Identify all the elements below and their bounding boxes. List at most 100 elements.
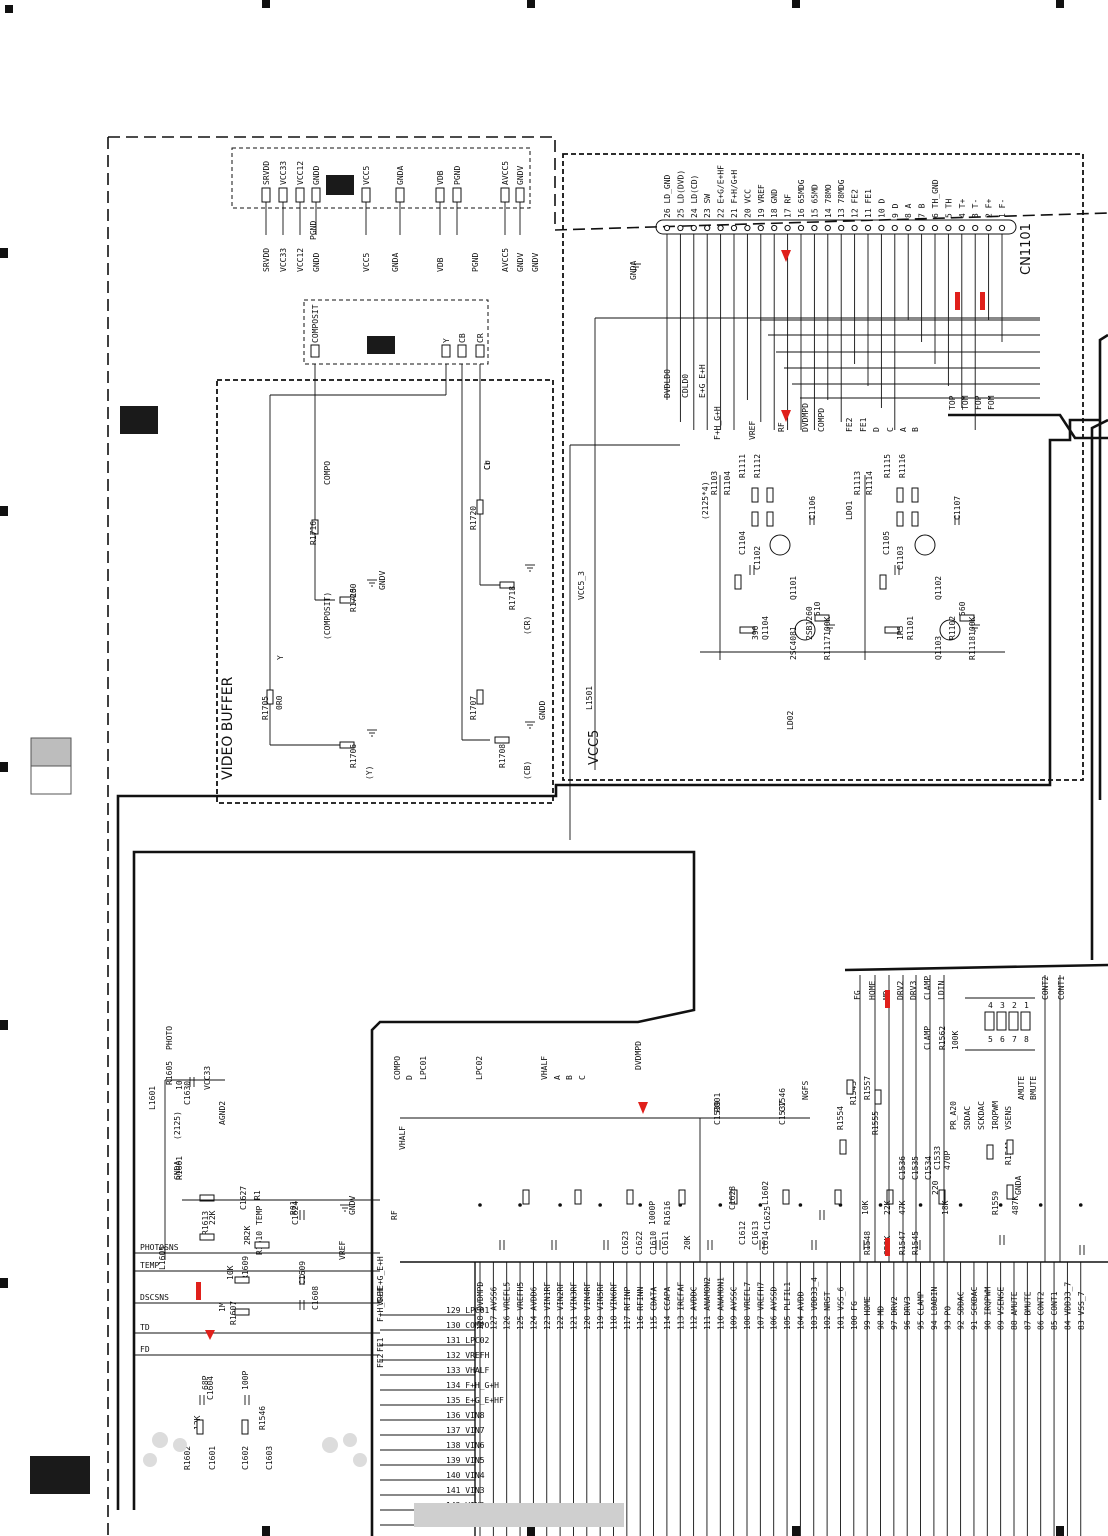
left-net-3: TEMP: [140, 1261, 159, 1270]
comp-val-35: C1604: [206, 1376, 215, 1400]
ic-left-pin-2: 131 LPC02: [446, 1336, 490, 1345]
rb-array-pin-top-3: 1: [1024, 1001, 1029, 1010]
comp-val-64: 487K: [1011, 1196, 1020, 1215]
pickup-label-8: FE2: [845, 417, 854, 432]
comp-val-53: C1539: [713, 1101, 722, 1125]
ic-dot-0: [478, 1203, 482, 1207]
rb-net-14: VSENS: [1004, 1106, 1013, 1130]
bus-net-14: RF: [390, 1210, 399, 1220]
bus-net-8: C: [578, 1075, 587, 1080]
ld-label-23: 1R5: [896, 625, 905, 640]
ld-label-1: 2SC4081: [789, 626, 798, 660]
rb-net-1: HOME: [868, 981, 877, 1000]
top-pin-vdb: [435, 187, 445, 203]
comp-val-66: GNDV: [348, 1196, 357, 1215]
rb-array-pin-bot-1: 6: [1000, 1035, 1005, 1044]
cn1101-pin-7: 7 B: [918, 203, 927, 218]
vb-label-18: 0R0: [275, 695, 284, 710]
aux-net-4: L1601: [148, 1086, 157, 1110]
comp-val-22: R1616: [663, 1201, 672, 1225]
outer-dashed-frame: [107, 136, 1108, 1536]
cn1101-pin-6: 6 TH_GND: [931, 179, 940, 218]
comp-val-14: R01: [289, 1200, 298, 1215]
pickup-label-1: CDLD0: [681, 374, 690, 398]
video-buffer-title: VIDEO BUFFER: [220, 676, 236, 780]
comp-val-55: C1537: [778, 1101, 787, 1125]
pickup-box: CN1101 L1501 VCC5 VCC5_3: [562, 153, 1084, 781]
ic-pin-33: 95 CLAMP: [917, 1291, 926, 1330]
comp-val-37: 100P: [241, 1371, 250, 1390]
ic-pin-43: 85 CONT1: [1050, 1291, 1059, 1330]
comp-val-27: C1625: [763, 1206, 772, 1230]
ic-pin-44: 84 VDD33_7: [1063, 1282, 1072, 1330]
comp-val-54: R001: [713, 1093, 722, 1112]
cn1101-pin-16: 16 65MDG: [797, 179, 806, 218]
res-a-l: [896, 487, 904, 503]
ic-res-5: [626, 1189, 634, 1205]
ic-left-pin-12: 141 VIN3: [446, 1486, 485, 1495]
pickup-label-2: E+G_E+H: [698, 364, 707, 398]
ic-left-pin-8: 137 VIN7: [446, 1426, 485, 1435]
ic-pin-35: 93 PO: [943, 1306, 952, 1330]
top-pin-label-srvdd: SRVDD: [262, 161, 271, 185]
cn1101-pin-13: 13 78MDG: [837, 179, 846, 218]
pickup-label-0: DVDLD0: [663, 369, 672, 398]
comp-val-28: C1628: [728, 1186, 737, 1210]
comp-val-43: R1554: [836, 1106, 845, 1130]
pickup-label-11: C: [886, 427, 895, 432]
pickup-label-10: D: [872, 427, 881, 432]
res-b-l: [911, 487, 919, 503]
ic-pin-0: 128 DVDMPD: [476, 1282, 485, 1330]
ic-pin-40: 88 AMUTE: [1010, 1291, 1019, 1330]
aux-net-2: AGND2: [218, 1101, 227, 1125]
ld-label-2: Q1102: [934, 576, 943, 600]
bus-net-16: VREF: [338, 1241, 347, 1260]
comp-val-56: C1546: [778, 1088, 787, 1112]
ic-pin-31: 97 DRV2: [890, 1296, 899, 1330]
aux-net-5: L1605: [158, 1246, 167, 1270]
registration-marks: [0, 0, 1064, 1536]
rb-net-11: SDDAC: [963, 1106, 972, 1130]
aux-net-0: PHOTO: [165, 1026, 174, 1050]
cn1101-pin-dot-22: [717, 224, 724, 232]
comp-val-5: R1609: [241, 1256, 250, 1280]
left-net-0: FD: [140, 1345, 150, 1354]
rb-array-pin-bot-2: 7: [1012, 1035, 1017, 1044]
ic-pin-27: 101 VSS_6: [836, 1286, 845, 1330]
rb-array-res-0: [984, 1011, 995, 1031]
vb-r1705: [266, 689, 274, 705]
comp-val-20: C1611: [661, 1231, 670, 1255]
vcc5-label: VCC5: [587, 730, 602, 765]
rb-net-17: CLAMP: [923, 1026, 932, 1050]
rb-array-pin-bot-0: 5: [988, 1035, 993, 1044]
res-r1557: [846, 1079, 854, 1095]
comp-val-3: R1607: [229, 1301, 238, 1325]
vb-label-2: (Y): [365, 766, 374, 780]
bus-net-6: A: [553, 1075, 562, 1080]
comp-val-58: C1535: [911, 1156, 920, 1180]
comp-val-23: 20K: [683, 1235, 692, 1250]
comp-val-59: C1534: [924, 1156, 933, 1180]
res-r1601: [196, 1419, 204, 1435]
comp-val-41: R1545: [911, 1231, 920, 1255]
cn1101-pin-dot-24: [690, 224, 697, 232]
ic-dot-24: [798, 1203, 803, 1207]
comp-val-65: GNDA: [1014, 1176, 1023, 1195]
pickup-label-12: A: [899, 427, 908, 432]
vb-label-4: (CR): [523, 616, 532, 635]
ic-pin-20: 108 VREFL7: [743, 1282, 752, 1330]
top-out-label-2: VCC12: [296, 248, 305, 272]
cn1101-pin-21: 21 F+H/G+H: [730, 170, 739, 218]
ic-pin-19: 109 AVSSC: [730, 1286, 739, 1330]
ic-pin-36: 92 SDDAC: [957, 1291, 966, 1330]
left-net-2: DSCSNS: [140, 1293, 169, 1302]
ic-pin-6: 122 VIN2RF: [556, 1282, 565, 1330]
ld-label-15: R1116: [898, 454, 907, 478]
ic-pin-9: 119 VIN5RF: [596, 1282, 605, 1330]
cn1101-pin-14: 14 78MO: [824, 184, 833, 218]
bus-net-11: LPC01: [419, 1056, 428, 1080]
ic-pin-18: 110 ANAMON1: [716, 1277, 725, 1330]
cn1101-pin-17: 17 RF: [784, 194, 793, 218]
